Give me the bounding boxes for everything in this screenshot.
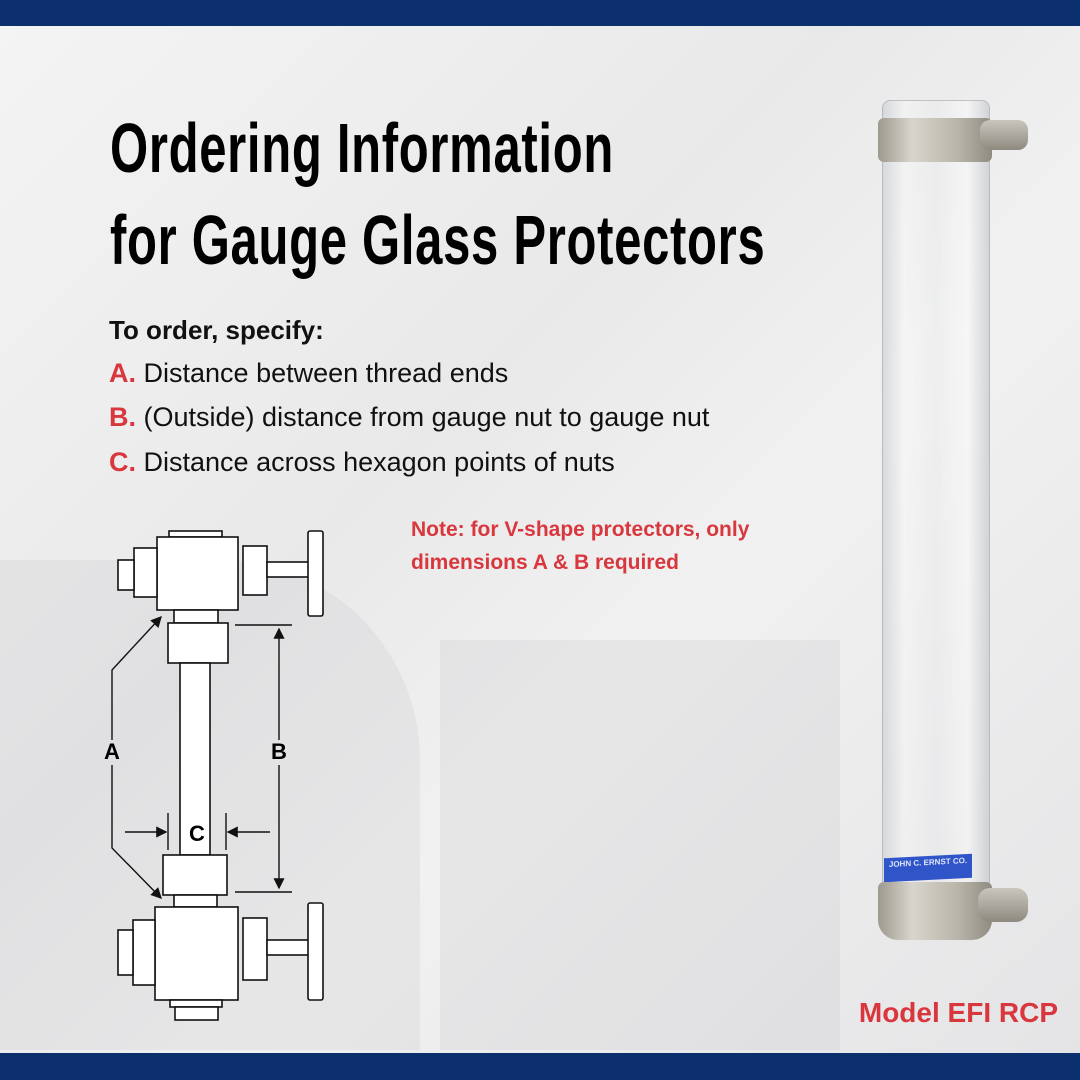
brand-label: JOHN C. ERNST CO. (884, 853, 972, 883)
bottom-bar (0, 1053, 1080, 1080)
top-clamp (878, 118, 992, 162)
spec-text: Distance between thread ends (143, 358, 509, 388)
spec-item-a: A. Distance between thread ends (109, 358, 508, 389)
brand-label-text: JOHN C. ERNST CO. (888, 855, 968, 870)
label-b: B (271, 739, 287, 764)
product-image: JOHN C. ERNST CO. (870, 90, 1040, 950)
spec-text: Distance across hexagon points of nuts (143, 447, 615, 477)
background-machinery (440, 640, 840, 1050)
label-c: C (189, 821, 205, 846)
spec-item-b: B. (Outside) distance from gauge nut to … (109, 402, 709, 433)
top-clamp-screw (980, 120, 1028, 150)
glass-tube (882, 100, 990, 932)
model-label: Model EFI RCP (858, 997, 1058, 1028)
spec-letter: C. (109, 447, 136, 477)
top-bar (0, 0, 1080, 26)
title-line-1: Ordering Information (110, 109, 614, 187)
label-a: A (104, 739, 120, 764)
order-heading: To order, specify: (109, 315, 324, 345)
note-line-1: Note: for V-shape protectors, only (411, 518, 750, 541)
bottom-clamp (878, 882, 992, 940)
note: Note: for V-shape protectors, only dimen… (411, 513, 749, 579)
note-line-2: dimensions A & B required (411, 551, 679, 574)
gauge-diagram: A B C (104, 530, 324, 1021)
spec-letter: A. (109, 358, 136, 388)
spec-item-c: C. Distance across hexagon points of nut… (109, 447, 615, 478)
bottom-clamp-screw (978, 888, 1028, 922)
spec-letter: B. (109, 402, 136, 432)
spec-text: (Outside) distance from gauge nut to gau… (143, 402, 710, 432)
title-line-2: for Gauge Glass Protectors (110, 201, 766, 279)
